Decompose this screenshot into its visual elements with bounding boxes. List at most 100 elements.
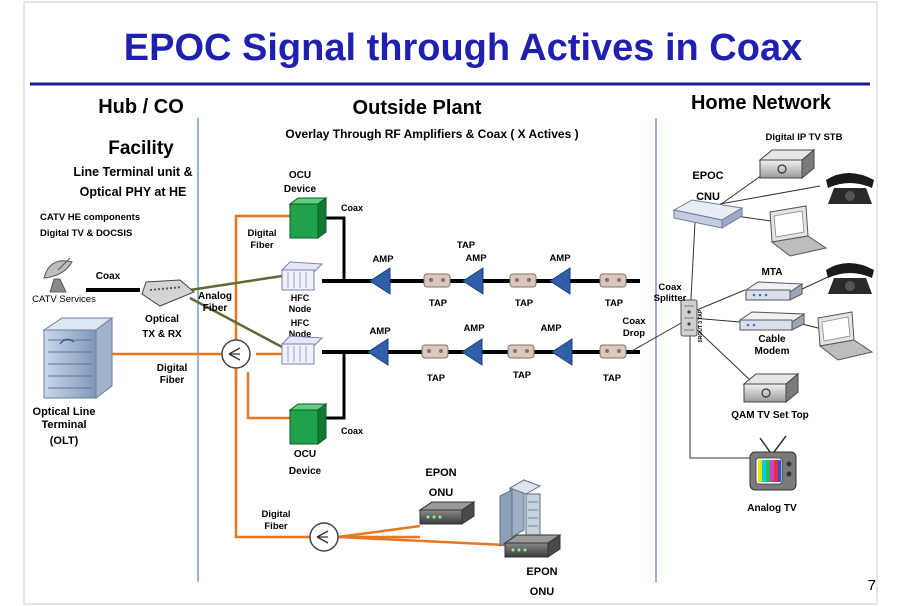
mta-to-phone	[799, 275, 831, 291]
catv-services-label: CATV Services	[32, 294, 96, 305]
home-network-header: Home Network	[691, 92, 832, 114]
tap-label-upper: TAP	[457, 240, 476, 251]
epoc-label-2: CNU	[696, 191, 720, 203]
amp-label: AMP	[463, 323, 485, 334]
laptop-2-icon	[817, 311, 874, 361]
tap-icon	[507, 344, 535, 359]
hfc1-label-1: HFC	[291, 293, 310, 303]
tap-label: TAP	[515, 298, 534, 309]
optical-splitter-icon	[221, 339, 251, 369]
analog-fiber-1	[189, 274, 283, 292]
coax-splitter-label-2: Splitter	[654, 293, 687, 304]
cable-modem-label-2: Modem	[755, 346, 790, 357]
digital-fiber-hub-label-1: Digital	[157, 363, 188, 374]
hfc2-label-1: HFC	[291, 318, 310, 328]
epon-onu-top-icon	[418, 501, 476, 525]
amp-label: AMP	[369, 326, 391, 337]
olt-label-2: Terminal	[41, 419, 86, 431]
epon-top-label-2: ONU	[429, 487, 454, 499]
epoc-cnu-icon	[672, 199, 744, 229]
coax-drop-label-2: Drop	[623, 328, 645, 339]
amp-label: AMP	[540, 323, 562, 334]
ocu-device-top-icon	[288, 197, 328, 239]
analog-fiber-label-1: Analog	[198, 291, 232, 302]
analog-fiber-2	[189, 296, 283, 349]
digital-fiber-bottom-label-1: Digital	[261, 509, 290, 520]
hfc2-label-2: Node	[289, 329, 312, 339]
coax-splitter-label-1: Coax	[658, 282, 682, 293]
ocu-bottom-label-1: OCU	[294, 449, 316, 460]
splitter-tag: 5ROUT 3 TAP	[698, 309, 704, 342]
lt-label-1: Line Terminal unit &	[73, 165, 192, 179]
tap-label: TAP	[429, 298, 448, 309]
fiber-splitter-to-ocu-top	[234, 214, 290, 385]
coax-hub-label: Coax	[96, 271, 121, 282]
amp-label: AMP	[465, 253, 487, 264]
hfc-node-2-icon	[280, 335, 324, 365]
epon-onu-bottom-icon	[503, 534, 562, 558]
epon-bottom-label-1: EPON	[526, 566, 557, 578]
digital-fiber-bottom-label-2: Fiber	[264, 521, 288, 532]
amplifier-icon	[461, 338, 483, 366]
coax-splitter-icon	[680, 299, 698, 337]
analog-tv-label: Analog TV	[747, 503, 797, 514]
analog-fiber-label-2: Fiber	[203, 303, 228, 314]
analog-tv-icon	[749, 435, 797, 491]
amplifier-icon	[549, 267, 571, 295]
hfc1-label-2: Node	[289, 304, 312, 314]
hub-header: Hub / CO	[98, 96, 184, 118]
drop-to-modem	[691, 317, 741, 323]
overlay-note: Overlay Through RF Amplifiers & Coax ( X…	[285, 127, 578, 141]
facility-header: Facility	[108, 138, 174, 159]
optical-txrx-icon	[141, 279, 195, 307]
tap-icon	[421, 344, 449, 359]
amplifier-icon	[367, 338, 389, 366]
tap-icon	[599, 344, 627, 359]
tap-icon	[509, 273, 537, 288]
optical-label-1: Optical	[145, 314, 179, 325]
coax-bottom-label: Coax	[341, 426, 363, 436]
outside-plant-header: Outside Plant	[353, 97, 482, 119]
hfc-node-1-icon	[280, 261, 324, 291]
coax-drop	[629, 317, 691, 353]
amplifier-icon	[369, 267, 391, 295]
slide-frame	[23, 1, 878, 605]
fiber-links	[112, 214, 506, 547]
cable-modem-icon	[738, 311, 806, 331]
ip-tv-stb-icon	[758, 148, 816, 180]
optical-label-2: TX & RX	[142, 329, 182, 340]
coax-drop-label-1: Coax	[622, 316, 646, 327]
mta-label: MTA	[762, 267, 783, 278]
olt-label-3: (OLT)	[50, 435, 79, 447]
fiber-splitter2-to-onu-top	[337, 524, 421, 539]
qam-set-top-icon	[742, 372, 800, 404]
tap-icon	[423, 273, 451, 288]
epoc-label-1: EPOC	[692, 170, 723, 182]
catv-label-1: CATV HE components	[40, 212, 140, 223]
tap-label: TAP	[605, 298, 624, 309]
tap-icon	[599, 273, 627, 288]
page-number: 7	[868, 577, 876, 594]
digital-fiber-hub-label-2: Fiber	[160, 375, 185, 386]
qam-label: QAM TV Set Top	[731, 410, 809, 421]
coax-ocu-top	[320, 216, 346, 281]
fiber-splitter2-to-onu-bottom	[337, 535, 506, 547]
catv-label-2: Digital TV & DOCSIS	[40, 228, 132, 239]
coax-ocu-bottom	[320, 352, 346, 420]
slide-title: EPOC Signal through Actives in Coax	[124, 27, 802, 69]
tap-label: TAP	[603, 373, 622, 384]
cnu-to-phone	[719, 185, 821, 205]
tap-label: TAP	[513, 370, 532, 381]
satellite-dish-icon	[43, 257, 73, 293]
lt-label-2: Optical PHY at HE	[80, 185, 187, 199]
ip-stb-label: Digital IP TV STB	[766, 132, 843, 143]
fiber-splitter-to-ocu-bottom	[246, 372, 290, 420]
mta-icon	[744, 281, 804, 301]
olt-label-1: Optical Line	[33, 406, 96, 418]
drop-to-mta	[691, 289, 746, 313]
ocu-device-bottom-icon	[288, 403, 328, 445]
ocu-top-label-2: Device	[284, 184, 317, 195]
drop-to-analog-tv	[689, 330, 762, 459]
buildings-icon	[499, 479, 542, 547]
